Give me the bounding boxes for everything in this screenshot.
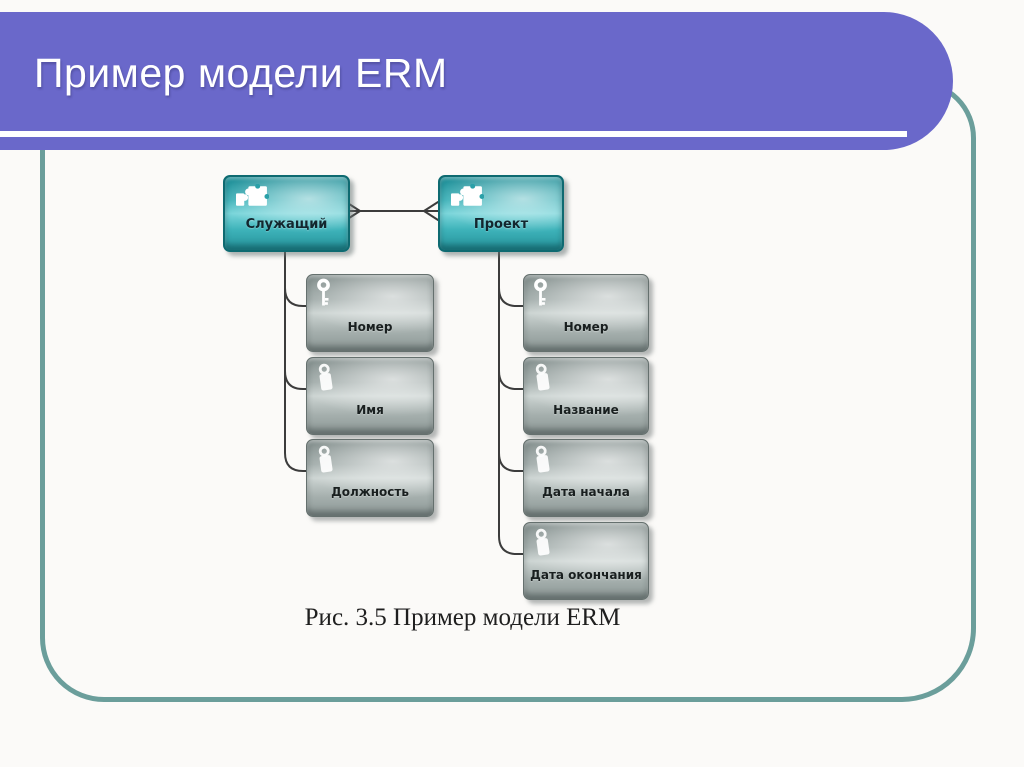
attribute-label: Имя xyxy=(356,403,384,417)
entity-box-employee: Служащий xyxy=(223,175,350,252)
key-icon xyxy=(532,278,550,314)
puzzle-icon xyxy=(451,183,485,213)
title-banner: Пример модели ERM xyxy=(0,12,953,150)
attribute-label: Номер xyxy=(347,320,393,334)
attribute-box-project-nomer: Номер xyxy=(523,274,649,352)
tag-icon xyxy=(532,444,554,480)
attribute-box-employee-dolzhnost: Должность xyxy=(306,439,434,517)
figure-caption: Рис. 3.5 Пример модели ERM xyxy=(304,604,621,631)
tag-icon xyxy=(315,362,337,398)
attribute-box-employee-imya: Имя xyxy=(306,357,434,435)
page-title: Пример модели ERM xyxy=(34,50,448,96)
entity-box-project: Проект xyxy=(438,175,564,252)
entity-label: Служащий xyxy=(245,217,328,232)
attribute-label: Номер xyxy=(563,320,609,334)
puzzle-icon xyxy=(236,183,270,213)
attribute-label: Дата начала xyxy=(542,485,630,499)
attribute-box-project-data-okonchaniya: Дата окончания xyxy=(523,522,649,600)
attribute-box-employee-nomer: Номер xyxy=(306,274,434,352)
entity-label: Проект xyxy=(473,217,529,232)
tag-icon xyxy=(532,527,554,563)
attribute-label: Должность xyxy=(331,485,409,499)
attribute-label: Название xyxy=(553,403,619,417)
attribute-box-project-nazvanie: Название xyxy=(523,357,649,435)
tag-icon xyxy=(315,444,337,480)
attribute-label: Дата окончания xyxy=(530,568,642,582)
attribute-box-project-data-nachala: Дата начала xyxy=(523,439,649,517)
key-icon xyxy=(315,278,333,314)
tag-icon xyxy=(532,362,554,398)
banner-underline xyxy=(0,131,907,137)
